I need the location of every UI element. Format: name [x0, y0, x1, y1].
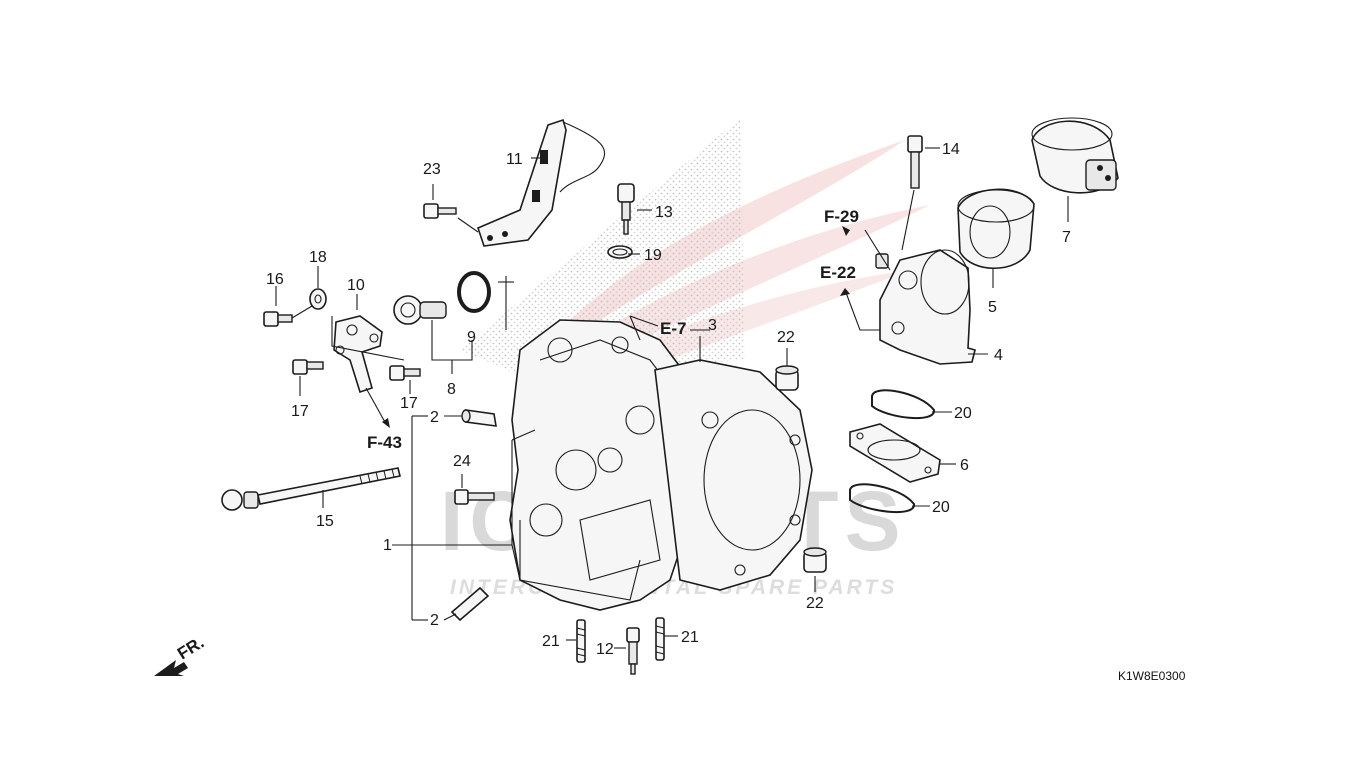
label-part-13: 13 [655, 204, 673, 221]
label-part-20-top: 20 [954, 405, 972, 422]
insulator-part-5 [957, 188, 1035, 270]
label-part-1: 1 [383, 537, 392, 554]
label-part-24: 24 [453, 453, 471, 470]
label-part-21-left: 21 [542, 633, 560, 650]
label-part-22-bottom: 22 [806, 595, 824, 612]
label-part-5: 5 [988, 299, 997, 316]
bracket-part-11 [477, 118, 606, 247]
insulator-plate-part-6 [849, 423, 941, 483]
label-part-23: 23 [423, 161, 441, 178]
oring-part-19 [607, 245, 633, 259]
label-part-12: 12 [596, 641, 614, 658]
label-part-21-right: 21 [681, 629, 699, 646]
label-part-11: 11 [506, 151, 523, 168]
dowel-part-22-top [775, 365, 799, 391]
label-part-10: 10 [347, 277, 365, 294]
housing-part-10 [333, 315, 383, 394]
dowel-part-2-top [461, 409, 497, 427]
stud-part-21-right [655, 617, 665, 661]
front-direction-label: FR. [174, 633, 207, 664]
dowel-part-22-bottom [803, 547, 827, 573]
oring-part-20-bottom [849, 483, 915, 514]
dotted-shade-region [460, 118, 745, 375]
diagram-code: K1W8E0300 [1118, 669, 1186, 683]
label-part-20-bottom: 20 [932, 499, 950, 516]
label-part-3: 3 [708, 317, 717, 334]
label-part-17-left: 17 [291, 403, 309, 420]
label-part-22-top: 22 [777, 329, 795, 346]
label-part-19: 19 [644, 247, 662, 264]
label-part-14: 14 [942, 141, 960, 158]
thermostat-part-8 [393, 295, 447, 325]
stud-part-21-left [576, 619, 586, 663]
label-part-2-top: 2 [430, 409, 439, 426]
bolt-part-17-right [389, 365, 421, 381]
oring-part-20-top [871, 389, 935, 420]
bolt-part-17-left [292, 359, 324, 375]
washer-part-18 [309, 288, 327, 310]
label-part-6: 6 [960, 457, 969, 474]
clamp-part-7 [1031, 117, 1119, 194]
bolt-part-14 [907, 135, 923, 189]
ref-e7[interactable]: E-7 [660, 319, 686, 338]
reference-arrows [382, 226, 850, 428]
label-part-17-right: 17 [400, 395, 418, 412]
dowel-part-2-bottom [450, 586, 490, 622]
label-part-8: 8 [447, 381, 456, 398]
label-part-16: 16 [266, 271, 284, 288]
intake-pipe-part-4 [875, 249, 976, 365]
leader-lines [275, 147, 1069, 649]
ring-part-9 [457, 271, 491, 313]
bolt-part-15 [221, 467, 401, 511]
gasket-part-3 [654, 359, 813, 591]
bolt-part-16 [263, 311, 293, 327]
cylinder-head-part-1 [509, 319, 701, 611]
ref-f29[interactable]: F-29 [824, 207, 859, 226]
bolt-part-23 [423, 203, 457, 219]
ref-f43[interactable]: F-43 [367, 433, 402, 452]
label-part-15: 15 [316, 513, 334, 530]
label-part-9: 9 [467, 329, 476, 346]
label-part-2-bottom: 2 [430, 612, 439, 629]
label-part-7: 7 [1062, 229, 1071, 246]
ref-e22[interactable]: E-22 [820, 263, 856, 282]
sensor-part-13 [617, 183, 635, 235]
watermark-tagline: INTERCONTINENTAL SPARE PARTS [450, 576, 897, 599]
bolt-part-24 [454, 489, 495, 505]
label-part-4: 4 [994, 347, 1003, 364]
spark-plug-part-12 [626, 627, 640, 675]
front-direction-arrow [154, 660, 188, 676]
label-part-18: 18 [309, 249, 327, 266]
